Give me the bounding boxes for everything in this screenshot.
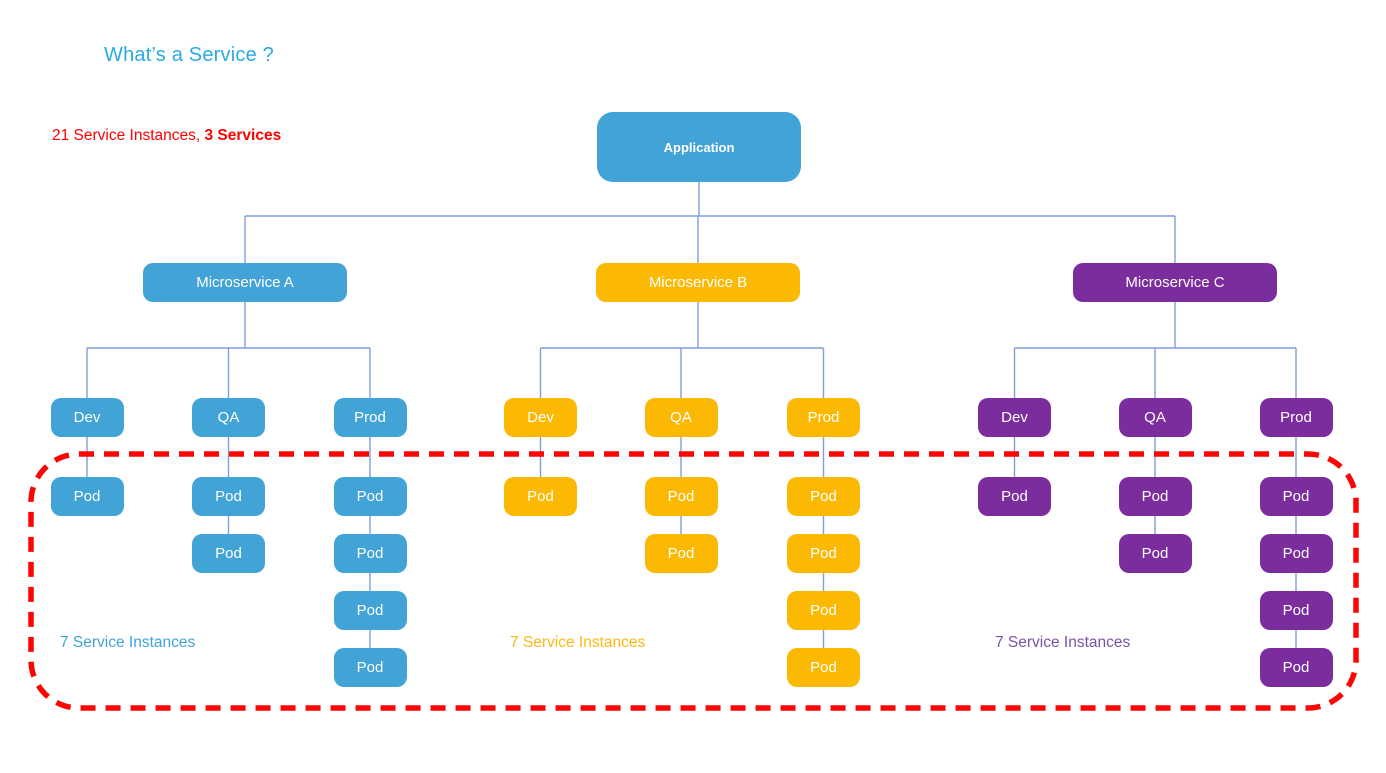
pod-node: Pod [333, 648, 407, 687]
application-node: Application [597, 112, 801, 182]
instances-label: 7 Service Instances [510, 634, 646, 651]
pod-node: Pod [333, 591, 407, 630]
pod-node: Pod [787, 534, 860, 573]
instances-label: 7 Service Instances [60, 634, 196, 651]
microservice-node: Microservice B [596, 263, 800, 302]
pod-node: Pod [192, 477, 265, 516]
pod-node: Pod [1259, 477, 1333, 516]
pod-node: Pod [787, 591, 860, 630]
pod-node: Pod [1118, 477, 1192, 516]
instances-label: 7 Service Instances [995, 634, 1131, 651]
environment-node: Prod [1259, 398, 1333, 437]
environment-node: Prod [333, 398, 407, 437]
pod-node: Pod [333, 477, 407, 516]
environment-node: QA [1118, 398, 1192, 437]
pod-node: Pod [1118, 534, 1192, 573]
pod-node: Pod [1259, 591, 1333, 630]
pod-node: Pod [644, 534, 718, 573]
environment-node: Dev [50, 398, 124, 437]
environment-node: Dev [978, 398, 1051, 437]
environment-node: Dev [504, 398, 577, 437]
pod-node: Pod [50, 477, 124, 516]
pod-node: Pod [192, 534, 265, 573]
page-title: What’s a Service ? [104, 44, 274, 66]
pod-node: Pod [504, 477, 577, 516]
pod-node: Pod [978, 477, 1051, 516]
pod-node: Pod [787, 477, 860, 516]
microservice-node: Microservice A [143, 263, 347, 302]
subtitle-prefix: 21 Service Instances, [52, 127, 205, 144]
microservice-node: Microservice C [1073, 263, 1277, 302]
pod-node: Pod [333, 534, 407, 573]
environment-node: QA [192, 398, 265, 437]
pods-boundary [28, 451, 1359, 711]
pod-node: Pod [644, 477, 718, 516]
environment-node: QA [644, 398, 718, 437]
subtitle: 21 Service Instances, 3 Services [52, 127, 281, 145]
pod-node: Pod [787, 648, 860, 687]
subtitle-bold: 3 Services [204, 127, 282, 144]
environment-node: Prod [787, 398, 860, 437]
pod-node: Pod [1259, 648, 1333, 687]
pod-node: Pod [1259, 534, 1333, 573]
